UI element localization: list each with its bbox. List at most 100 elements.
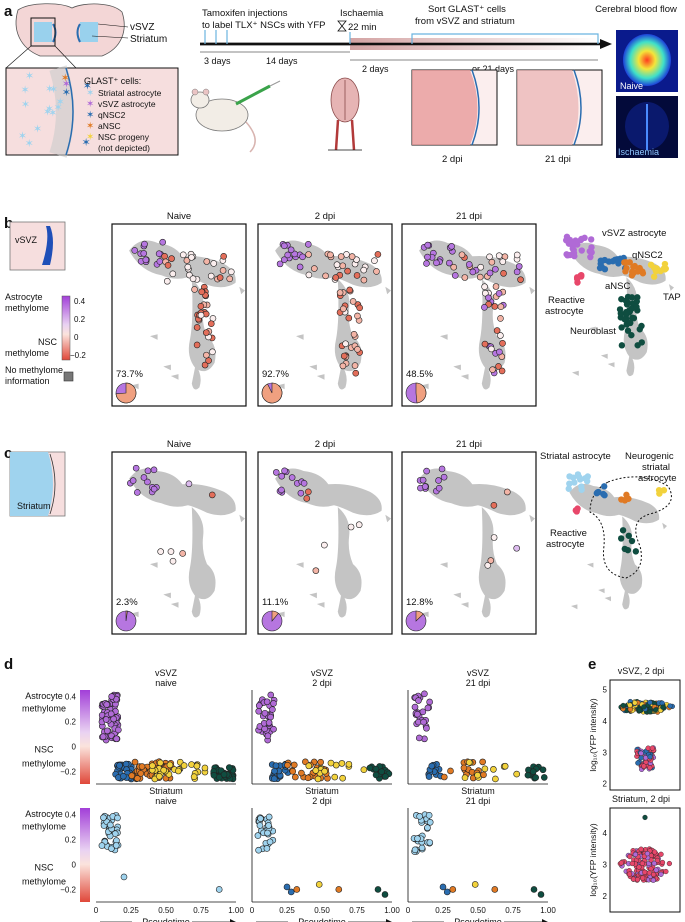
- umap-cell-point: [513, 251, 521, 259]
- pseudotime-point: [98, 842, 106, 849]
- x-tick-label: 0.25: [435, 906, 451, 915]
- umap-cell-point: [179, 251, 187, 259]
- umap-cell-point: [132, 464, 140, 472]
- sort-line2: from vSVZ and striatum: [415, 16, 515, 27]
- y-axis-label: log₁₀(YFP intensity): [588, 823, 598, 896]
- umap-cloud: [170, 374, 179, 380]
- overview-cell-point: [623, 264, 630, 272]
- overview-cell-point: [586, 248, 593, 255]
- panel-letter-a: a: [4, 3, 13, 20]
- umap-cloud: [607, 362, 615, 368]
- overview-cell-point: [596, 264, 604, 272]
- pie-percent-label: 12.8%: [406, 597, 433, 608]
- y-tick-label: 3: [603, 748, 608, 757]
- pseudotime-point: [265, 813, 273, 821]
- umap-cell-point: [500, 270, 507, 277]
- y-axis-label: methylome: [22, 821, 66, 831]
- umap-cell-point: [353, 272, 361, 279]
- y-axis-label: methylome: [22, 703, 66, 713]
- overview-label: vSVZ astrocyte: [602, 228, 666, 239]
- pseudotime-point: [166, 761, 174, 769]
- umap-title: Naive: [167, 211, 191, 222]
- pseudotime-point: [210, 771, 218, 779]
- umap-cloud: [626, 353, 635, 377]
- tamoxifen-line1: Tamoxifen injections: [202, 8, 288, 19]
- umap-cell-point: [458, 251, 466, 259]
- swarm-point: [666, 860, 672, 867]
- swarm-point: [647, 765, 653, 771]
- umap-cell-point: [348, 253, 356, 260]
- pseudotime-point: [317, 758, 324, 766]
- inset-label-vsvz: vSVZ: [15, 235, 38, 245]
- umap-cell-point: [346, 286, 353, 294]
- overview-label: Reactive: [550, 528, 587, 539]
- swarm-point: [650, 877, 656, 883]
- pseudotime-point: [439, 883, 447, 891]
- pseudotime-point: [298, 769, 305, 777]
- cbar-tick: 0: [74, 333, 79, 342]
- overview-label: astrocyte: [638, 473, 677, 484]
- umap-cell-point: [487, 557, 495, 564]
- y-tick-label: 0.2: [65, 717, 77, 726]
- cell-star-icon: ✶: [43, 107, 52, 119]
- umap-cell-point: [155, 250, 163, 258]
- panel-letter-c: c: [4, 445, 12, 462]
- pseudotime-point: [471, 881, 479, 888]
- interval-2days: 2 days: [362, 64, 389, 74]
- overview-cell-point: [618, 342, 626, 349]
- panel-title: vSVZ: [467, 668, 490, 678]
- pseudotime-point: [539, 766, 547, 774]
- umap-cell-point: [193, 324, 201, 331]
- swarm-point: [663, 868, 669, 875]
- umap-cell-point: [144, 478, 151, 486]
- umap-cell-point: [461, 274, 469, 281]
- umap-cell-point: [446, 259, 453, 267]
- pseudotime-point: [414, 710, 421, 718]
- overview-cell-point: [630, 263, 637, 271]
- hourglass-icon: [337, 20, 347, 32]
- pseudotime-point: [108, 693, 115, 700]
- overview-cell-point: [578, 486, 585, 493]
- pseudotime-point: [338, 760, 346, 767]
- pseudotime-point: [491, 886, 499, 893]
- umap-cell-point: [373, 268, 380, 275]
- umap-cell-point: [161, 252, 168, 260]
- umap-cell-point: [477, 263, 484, 271]
- pie-slice: [271, 610, 279, 622]
- pseudotime-point: [266, 838, 274, 846]
- umap-cell-point: [156, 258, 164, 265]
- pseudotime-point: [292, 773, 299, 781]
- overview-cell-point: [638, 322, 645, 330]
- pseudotime-point: [107, 821, 114, 829]
- cbar-bot-2: methylome: [5, 348, 49, 358]
- pseudotime-point: [465, 759, 473, 766]
- swarm-point: [626, 871, 633, 877]
- pseudotime-point: [416, 813, 423, 820]
- umap-cloud: [604, 596, 611, 602]
- umap-title: 2 dpi: [315, 439, 336, 450]
- umap-cell-point: [490, 534, 498, 541]
- cell-star-icon: ✶: [45, 103, 54, 115]
- pseudotime-point: [428, 762, 436, 770]
- swarm-point: [620, 702, 626, 709]
- umap-cell-point: [226, 275, 233, 283]
- umap-cloud: [316, 602, 325, 608]
- x-axis-label: Pseudotime: [298, 917, 346, 922]
- x-tick-label: 0.25: [123, 906, 139, 915]
- umap-cell-point: [140, 250, 148, 257]
- umap-cell-point: [360, 276, 368, 284]
- pie-slice: [415, 382, 427, 404]
- umap-cell-point: [150, 466, 158, 474]
- legend-label: Striatal astrocyte: [98, 88, 162, 98]
- umap-cell-point: [349, 298, 357, 305]
- umap-cell-point: [504, 488, 511, 496]
- umap-cell-point: [305, 488, 312, 496]
- timeline: [200, 30, 612, 61]
- panel-title: vSVZ: [155, 668, 178, 678]
- umap-cell-point: [205, 357, 212, 364]
- overview-label: qNSC2: [632, 250, 663, 261]
- umap-cloud: [170, 602, 179, 608]
- pseudotime-point: [190, 773, 198, 781]
- umap-title: 21 dpi: [456, 439, 482, 450]
- pseudotime-point: [411, 846, 419, 854]
